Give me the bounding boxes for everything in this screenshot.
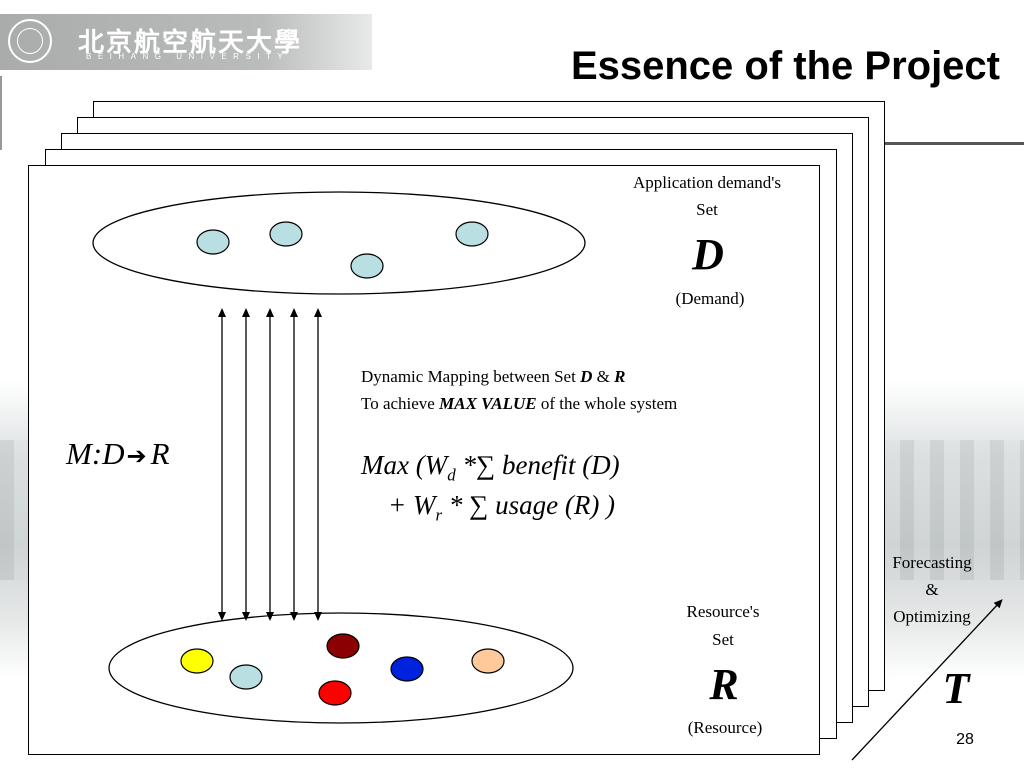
formula-line2: + Wr * ∑ usage (R) )	[388, 490, 615, 525]
resource-node-3	[326, 633, 360, 659]
time-axis-label-line1: Forecasting	[892, 553, 972, 572]
resource-set-label-line1: Resource's	[686, 602, 760, 621]
mapping-label-codomain: R	[150, 436, 170, 471]
time-axis-label-line3: Optimizing	[893, 607, 971, 626]
resource-set-caption: (Resource)	[687, 718, 763, 737]
resource-node-1	[180, 648, 214, 674]
formula-line1-start: Max (W	[361, 450, 448, 480]
university-logo-banner: 北京航空航天大學 BEIHANG UNIVERSITY	[0, 14, 372, 70]
resource-set-ellipse	[108, 612, 574, 724]
demand-set-label-line1: Application demand's	[632, 173, 781, 192]
description-line1-d: D	[580, 367, 593, 386]
resource-set-label-line2: Set	[712, 630, 734, 649]
formula-line2-subscript: r	[435, 505, 443, 525]
resource-node-2	[229, 664, 263, 690]
demand-set-symbol: D	[692, 230, 724, 279]
university-name-en: BEIHANG UNIVERSITY	[86, 52, 290, 61]
university-name-cn: 北京航空航天大學	[78, 28, 303, 58]
demand-node-2	[269, 221, 303, 247]
page-number: 28	[956, 731, 974, 748]
formula-line2-end: * ∑ usage (R) )	[442, 490, 616, 520]
description-line2: To achieve MAX VALUE of the whole system	[361, 394, 677, 414]
description-line2-text: To achieve	[361, 394, 440, 413]
description-line1-amp: &	[592, 367, 615, 386]
time-axis-symbol: T	[942, 664, 970, 713]
mapping-label-domain: M:D	[66, 436, 125, 471]
description-line2-emphasis: MAX VALUE	[439, 394, 537, 413]
description-line1-text: Dynamic Mapping between Set	[361, 367, 581, 386]
formula-line1: Max (Wd *∑ benefit (D)	[361, 450, 620, 485]
mapping-label: M:D➔R	[66, 436, 170, 472]
right-decor-rule	[885, 142, 1024, 145]
description-line1-r: R	[614, 367, 626, 386]
university-seal-icon	[8, 19, 52, 63]
mapping-arrow-icon: ➔	[126, 442, 147, 470]
left-decor-rule	[0, 76, 2, 150]
slide-title: Essence of the Project	[570, 44, 1000, 88]
resource-node-5	[390, 656, 424, 682]
formula-line1-end: *∑ benefit (D)	[455, 450, 620, 480]
demand-set-caption: (Demand)	[675, 289, 745, 308]
resource-set-symbol: R	[709, 660, 739, 709]
description-line2-rest: of the whole system	[536, 394, 678, 413]
demand-node-4	[455, 221, 489, 247]
resource-node-6	[471, 648, 505, 674]
time-axis-arrow	[851, 599, 1003, 761]
formula-line1-subscript: d	[447, 465, 456, 485]
time-axis-label-line2: &	[925, 580, 939, 599]
resource-node-4	[318, 680, 352, 706]
demand-set-label-line2: Set	[696, 200, 718, 219]
demand-set-ellipse	[92, 191, 586, 295]
description-line1: Dynamic Mapping between Set D & R	[361, 367, 625, 387]
demand-node-3	[350, 253, 384, 279]
demand-node-1	[196, 229, 230, 255]
formula-line2-start: + W	[388, 490, 436, 520]
